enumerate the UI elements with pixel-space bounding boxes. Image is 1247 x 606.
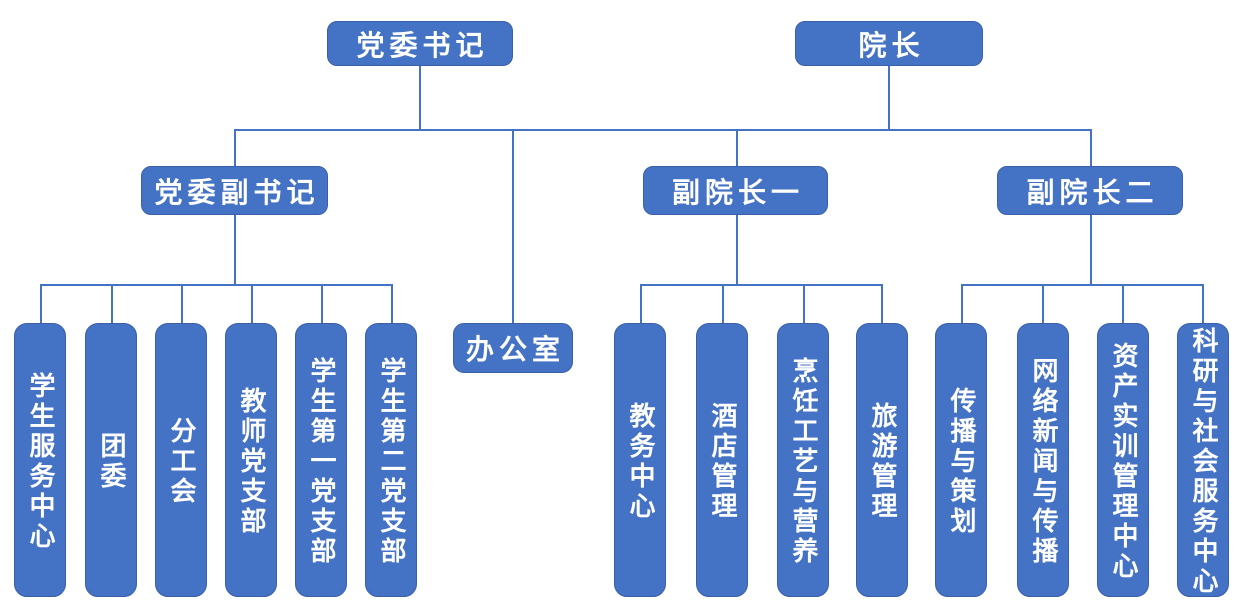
node-teacher-party-branch: 教师党支部	[225, 323, 277, 597]
connector-deputy-party-secretary-top	[234, 129, 236, 166]
node-label: 教师党支部	[236, 387, 266, 537]
node-label: 烹饪工艺与营养	[788, 357, 818, 567]
node-party-committee-secretary: 党委书记	[327, 21, 513, 66]
connector-left-drop-5	[321, 284, 323, 323]
node-vice-dean-1: 副院长一	[643, 166, 828, 215]
connector-vice-dean-2-bottom	[1090, 215, 1092, 284]
node-label: 分工会	[166, 417, 196, 507]
node-label: 学生第二党支部	[376, 357, 406, 567]
connector-deputy-party-secretary-bottom	[234, 215, 236, 284]
connector-office-drop	[512, 129, 514, 323]
node-deputy-party-secretary: 党委副书记	[141, 166, 328, 215]
node-dean: 院长	[795, 21, 983, 66]
node-branch-trade-union: 分工会	[155, 323, 207, 597]
node-label: 传播与策划	[946, 387, 976, 537]
node-label: 学生服务中心	[25, 372, 55, 552]
node-asset-training-management-center: 资产实训管理中心	[1097, 323, 1149, 597]
node-label: 副院长一	[671, 175, 804, 209]
connector-dean-drop	[888, 65, 890, 129]
connector-mid-group-bus	[640, 284, 882, 286]
node-label: 教务中心	[625, 402, 655, 522]
node-label: 酒店管理	[707, 402, 737, 522]
connector-left-drop-1	[40, 284, 42, 323]
node-vice-dean-2: 副院长二	[997, 166, 1183, 215]
node-label: 网络新闻与传播	[1028, 357, 1058, 567]
connector-left-drop-3	[181, 284, 183, 323]
node-label: 旅游管理	[867, 402, 897, 522]
connector-right-group-bus	[961, 284, 1203, 286]
connector-party-secretary-drop	[419, 65, 421, 129]
connector-right-drop-4	[1202, 284, 1204, 323]
node-label: 院长	[858, 28, 925, 62]
connector-main-bus	[234, 129, 1091, 131]
connector-right-drop-2	[1042, 284, 1044, 323]
node-student-second-party-branch: 学生第二党支部	[365, 323, 417, 597]
node-culinary-arts-and-nutrition: 烹饪工艺与营养	[777, 323, 829, 597]
node-office: 办公室	[453, 323, 573, 373]
connector-left-drop-2	[111, 284, 113, 323]
node-label: 办公室	[465, 333, 565, 366]
connector-left-group-bus	[40, 284, 392, 286]
connector-left-drop-6	[391, 284, 393, 323]
connector-right-drop-1	[961, 284, 963, 323]
node-label: 科研与社会服务中心	[1188, 327, 1218, 597]
connector-mid-drop-1	[640, 284, 642, 323]
connector-vice-dean-1-bottom	[736, 215, 738, 284]
node-label: 团委	[96, 432, 126, 492]
node-tourism-management: 旅游管理	[856, 323, 908, 597]
node-label: 副院长二	[1026, 175, 1159, 209]
node-academic-affairs-center: 教务中心	[614, 323, 666, 597]
connector-mid-drop-4	[881, 284, 883, 323]
node-network-news-and-communication: 网络新闻与传播	[1017, 323, 1069, 597]
connector-mid-drop-2	[722, 284, 724, 323]
node-label: 学生第一党支部	[306, 357, 336, 567]
node-student-first-party-branch: 学生第一党支部	[295, 323, 347, 597]
node-communication-and-planning: 传播与策划	[935, 323, 987, 597]
node-label: 党委副书记	[154, 175, 320, 209]
node-youth-league-committee: 团委	[85, 323, 137, 597]
node-label: 党委书记	[356, 28, 489, 62]
node-student-service-center: 学生服务中心	[14, 323, 66, 597]
connector-mid-drop-3	[803, 284, 805, 323]
node-hotel-management: 酒店管理	[696, 323, 748, 597]
connector-vice-dean-2-top	[1090, 129, 1092, 166]
node-label: 资产实训管理中心	[1108, 342, 1138, 582]
connector-right-drop-3	[1122, 284, 1124, 323]
node-research-and-social-service-center: 科研与社会服务中心	[1177, 323, 1229, 597]
connector-vice-dean-1-top	[736, 129, 738, 166]
connector-left-drop-4	[251, 284, 253, 323]
